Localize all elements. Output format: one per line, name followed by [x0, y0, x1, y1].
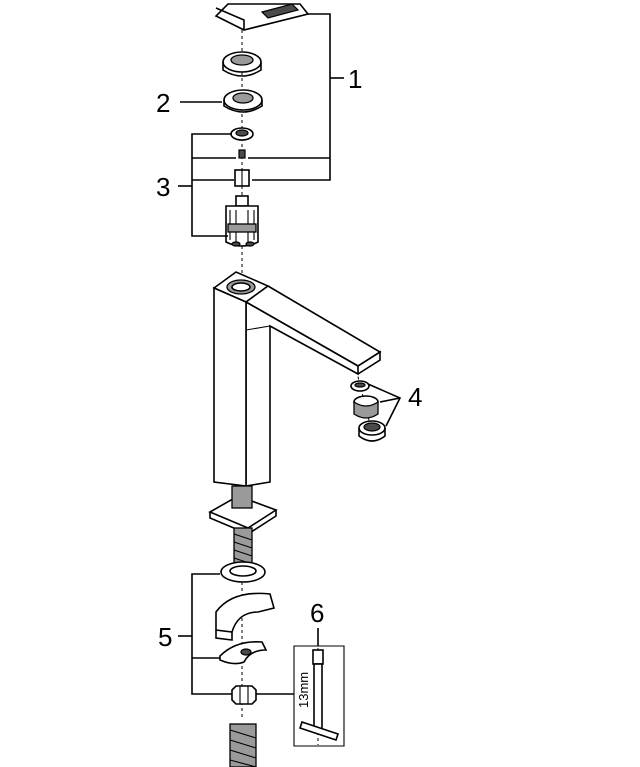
aerator-washer	[350, 380, 370, 392]
aerator-housing	[358, 420, 386, 442]
callout-2: 2	[156, 88, 170, 118]
lever-handle	[214, 3, 310, 31]
mounting-gasket	[220, 561, 266, 583]
leader-3	[191, 133, 232, 237]
braided-hose-lower	[229, 723, 257, 767]
leader-1	[252, 13, 331, 181]
callout-4: 4	[408, 382, 422, 412]
set-screw	[238, 149, 246, 159]
leader-4b	[379, 397, 401, 403]
small-o-ring	[230, 127, 254, 141]
base-plate	[208, 485, 278, 535]
cap-ring	[222, 51, 262, 77]
fixing-nut	[231, 685, 257, 705]
callout-6: 6	[310, 598, 324, 628]
cartridge	[225, 195, 259, 247]
tool-size-label: 13mm	[296, 672, 311, 708]
aerator-insert	[353, 395, 379, 419]
spindle-adapter	[234, 169, 250, 187]
callout-1: 1	[348, 64, 362, 94]
faucet-body	[212, 271, 382, 487]
fixing-plate	[219, 640, 268, 665]
key-tool	[293, 645, 345, 747]
leader-5	[191, 573, 232, 695]
braided-hose-upper	[233, 527, 253, 565]
callout-3: 3	[156, 172, 170, 202]
retaining-ring	[223, 89, 263, 113]
callout-5: 5	[158, 622, 172, 652]
horseshoe-washer	[215, 592, 275, 641]
